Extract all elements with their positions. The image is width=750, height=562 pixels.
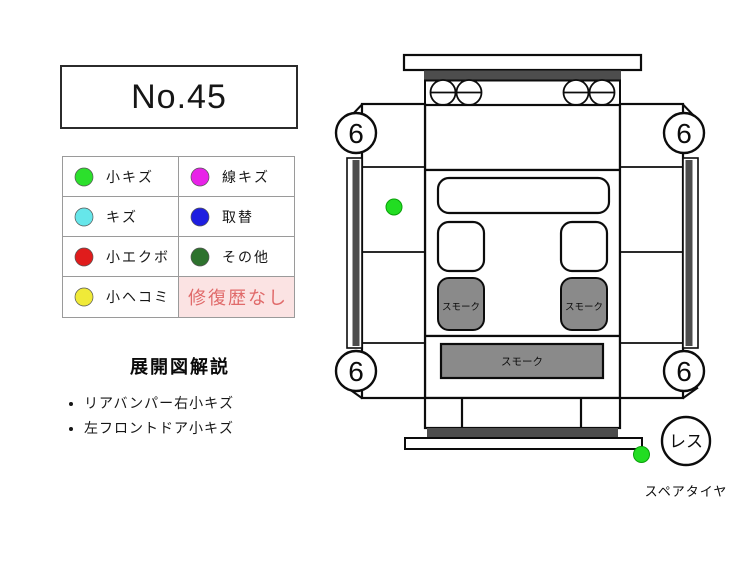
tire-mark-front-right: 6 <box>676 118 692 149</box>
damage-legend: 小キズ 線キズ キズ 取替 小エクボ その他 小ヘコミ 修復歴なし <box>62 156 295 318</box>
tire-circle-front-right <box>662 111 706 155</box>
right-side-panel <box>618 102 685 400</box>
left-side-panel <box>360 102 427 400</box>
legend-item-scratch: キズ <box>63 197 179 237</box>
tire-mark-front-left: 6 <box>348 118 364 149</box>
tire-circle-rear-left <box>334 349 378 393</box>
lot-number: No.45 <box>131 77 227 116</box>
rear-left-window-label: スモーク <box>442 302 480 313</box>
damage-notes-list: リアバンパー右小キズ 左フロントドア小キズ <box>52 393 234 443</box>
damage-marker-rear-bumper-right <box>633 446 650 463</box>
rear-right-window-label: スモーク <box>565 302 603 313</box>
legend-item-small-dent: 小ヘコミ <box>63 277 179 317</box>
damage-marker-left-front-door <box>385 198 403 216</box>
repair-history-label: 修復歴なし <box>188 288 288 308</box>
trunk-lid-lines <box>460 398 583 428</box>
legend-item-small-scratch: 小キズ <box>63 157 179 197</box>
front-bumper <box>402 53 643 72</box>
legend-label: 小ヘコミ <box>106 289 170 305</box>
rear-window <box>439 342 605 380</box>
rear-bumper <box>404 437 643 450</box>
left-side-panel-lines <box>362 166 425 344</box>
tire-mark-rear-left: 6 <box>348 356 364 387</box>
trunk-lid-panel <box>423 396 622 430</box>
legend-dot-small-scratch-icon <box>74 167 94 186</box>
rear-left-window <box>437 277 485 331</box>
lot-number-box: No.45 <box>60 65 298 129</box>
front-hood-seam-bar <box>424 70 621 81</box>
legend-label: 小キズ <box>106 168 154 185</box>
rear-window-label: スモーク <box>501 356 543 368</box>
repair-history-status: 修復歴なし <box>179 277 294 317</box>
damage-note: 左フロントドア小キズ <box>84 418 234 438</box>
legend-dot-scratch-icon <box>74 207 94 226</box>
tire-circle-front-left <box>334 111 378 155</box>
left-sill-bar <box>352 160 360 346</box>
legend-item-small-dimple: 小エクボ <box>63 237 179 277</box>
legend-dot-replace-icon <box>190 207 210 226</box>
legend-label: 線キズ <box>222 168 270 185</box>
front-right-window <box>559 220 609 273</box>
hood-panel <box>423 103 622 172</box>
spare-tire-label: スペアタイヤ <box>645 484 728 499</box>
tire-marks-group: 6 6 6 6 <box>334 111 706 393</box>
tire-circle-rear-right <box>662 349 706 393</box>
damage-note: リアバンパー右小キズ <box>84 393 234 413</box>
legend-dot-other-icon <box>190 247 210 266</box>
right-sill-bar <box>685 160 693 346</box>
legend-dot-line-scratch-icon <box>190 167 210 186</box>
legend-label: その他 <box>222 248 270 265</box>
spare-tire-badge-circle <box>660 415 712 467</box>
car-damage-diagram: スモーク スモーク スモーク 6 6 6 6 レス スペアタイヤ <box>334 53 728 499</box>
legend-label: キズ <box>106 208 138 225</box>
legend-item-other: その他 <box>179 237 294 277</box>
rear-seam-bar <box>427 428 618 438</box>
windshield <box>436 176 611 215</box>
legend-label: 小エクボ <box>106 248 170 265</box>
legend-item-replace: 取替 <box>179 197 294 237</box>
spare-tire-badge: レス <box>669 432 703 451</box>
rear-right-window <box>560 277 608 331</box>
right-side-panel-lines <box>620 166 683 344</box>
front-left-window <box>436 220 486 273</box>
legend-label: 取替 <box>222 208 254 225</box>
legend-dot-small-dimple-icon <box>74 247 94 266</box>
tire-mark-rear-right: 6 <box>676 356 692 387</box>
legend-dot-small-dent-icon <box>74 287 94 307</box>
diagram-explanation-title: 展開図解説 <box>130 357 230 377</box>
legend-item-line-scratch: 線キズ <box>179 157 294 197</box>
